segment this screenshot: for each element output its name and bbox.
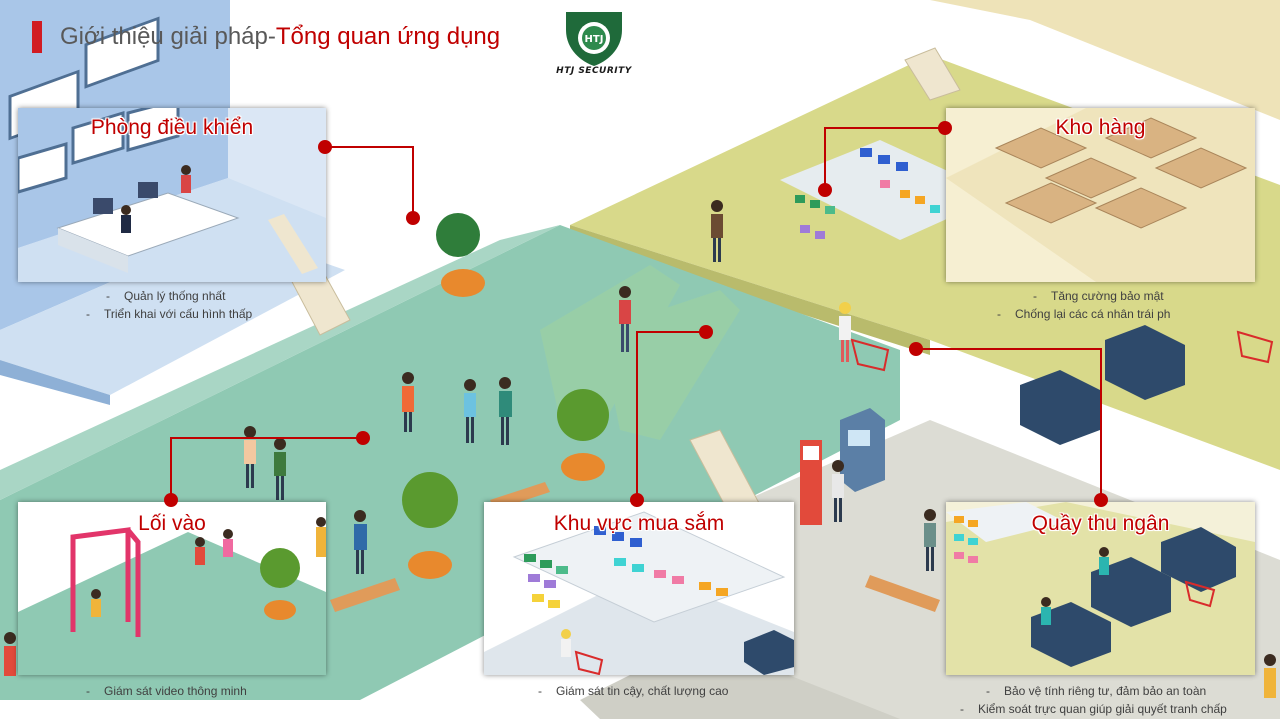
panel-shopping-area: Khu vực mua sắm	[484, 502, 794, 675]
panel-entrance: Lối vào	[18, 502, 326, 675]
panel-cashier: Quầy thu ngân	[946, 502, 1255, 675]
entrance-image	[18, 502, 326, 675]
control-room-image	[18, 108, 326, 282]
panel-warehouse: Kho hàng	[946, 108, 1255, 282]
warehouse-image	[946, 108, 1255, 282]
bullets-control-room: -Quản lý thống nhất -Triển khai với cấu …	[86, 287, 252, 323]
bullet-item: -Bảo vệ tính riêng tư, đảm bảo an toàn	[986, 684, 1207, 698]
bullet-item: -Tăng cường bảo mật	[1033, 289, 1164, 303]
bullet-item: -Giám sát tin cậy, chất lượng cao	[538, 684, 729, 698]
plant	[557, 389, 609, 481]
bullets-shopping-area: -Giám sát tin cậy, chất lượng cao	[538, 682, 728, 700]
logo-badge-text: HTJ	[585, 34, 604, 45]
panel-title: Lối vào	[138, 512, 206, 535]
cashier-image	[946, 502, 1255, 675]
panel-control-room: Phòng điều khiển	[18, 108, 326, 282]
bullets-cashier: -Bảo vệ tính riêng tư, đảm bảo an toàn -…	[960, 682, 1227, 718]
panel-title: Kho hàng	[1055, 116, 1146, 139]
plant	[402, 472, 458, 579]
title-accent-bar	[32, 21, 42, 53]
company-logo: HTJ HTJ SECURITY	[548, 8, 640, 80]
panel-title: Phòng điều khiển	[90, 116, 254, 139]
page-title: Tổng quan ứng dụng	[275, 23, 501, 50]
bullet-item: -Triển khai với cấu hình thấp	[86, 307, 253, 321]
bullets-entrance: -Giám sát video thông minh	[86, 682, 247, 700]
logo-text: HTJ SECURITY	[556, 66, 632, 76]
panel-title: Khu vực mua sắm	[553, 512, 725, 535]
bullet-item: -Quản lý thống nhất	[106, 289, 226, 303]
slide-header: Giới thiệu giải pháp- Tổng quan ứng dụng	[32, 20, 500, 54]
shield-icon: HTJ	[566, 12, 622, 66]
bullets-warehouse: -Tăng cường bảo mật -Chống lại các cá nh…	[997, 287, 1170, 323]
bullet-item: -Kiểm soát trực quan giúp giải quyết tra…	[960, 702, 1227, 716]
bullet-item: -Chống lại các cá nhân trái ph	[997, 307, 1171, 321]
warehouse-floor	[930, 0, 1280, 120]
shopping-area-image	[484, 502, 794, 675]
bullet-item: -Giám sát video thông minh	[86, 684, 247, 698]
plant	[436, 213, 485, 297]
panel-title: Quầy thu ngân	[1031, 512, 1170, 535]
page-title-prefix: Giới thiệu giải pháp-	[60, 23, 276, 50]
